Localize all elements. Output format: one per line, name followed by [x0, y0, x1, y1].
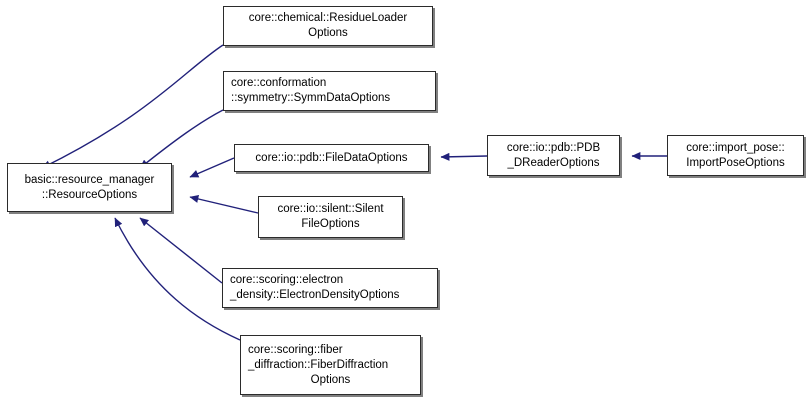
edge-symm-data-to-resource-options	[139, 109, 224, 169]
node-label-line: core::conformation	[231, 77, 327, 89]
edge-electron-density-to-resource-options	[139, 217, 223, 284]
node-core-scoring-fiber-diffraction-options[interactable]: core::scoring::fiber _diffraction::Fiber…	[240, 335, 421, 395]
edge-silent-file-to-resource-options	[189, 195, 259, 214]
node-label-line: core::io::pdb::FileDataOptions	[255, 151, 408, 164]
node-label-line: core::io::silent::Silent	[277, 203, 384, 215]
node-label-line: _density::ElectronDensityOptions	[230, 289, 400, 301]
node-core-io-silent-silent-file-options[interactable]: core::io::silent::Silent FileOptions	[258, 196, 403, 238]
node-label-line: ::ResourceOptions	[41, 188, 138, 201]
node-label-line: core::scoring::fiber	[248, 343, 343, 356]
node-label-line: FileOptions	[301, 218, 360, 230]
node-core-io-pdb-pdb-dreader-options[interactable]: core::io::pdb::PDB _DReaderOptions	[487, 135, 620, 176]
node-label-line: _diffraction::FiberDiffraction	[248, 358, 389, 371]
node-label-line: core::io::pdb::PDB	[506, 141, 601, 154]
node-label-line: ImportPoseOptions	[686, 156, 785, 169]
node-basic-resource-manager-resource-options[interactable]: basic::resource_manager ::ResourceOption…	[7, 163, 172, 212]
edge-residue-loader-to-resource-options	[41, 44, 224, 169]
node-label-line: _DReaderOptions	[507, 156, 600, 169]
node-core-scoring-electron-density-options[interactable]: core::scoring::electron _density::Electr…	[222, 268, 438, 308]
node-label-line: Options	[308, 27, 348, 39]
node-core-conformation-symmetry-symm-data-options[interactable]: core::conformation ::symmetry::SymmDataO…	[223, 71, 436, 111]
node-label-line: core::scoring::electron	[230, 274, 344, 286]
node-label-line: ::symmetry::SymmDataOptions	[231, 92, 391, 104]
node-label-line: basic::resource_manager	[24, 173, 155, 186]
node-core-chemical-residue-loader-options[interactable]: core::chemical::ResidueLoader Options	[223, 6, 433, 46]
node-label-line: core::import_pose::	[686, 141, 785, 154]
node-core-io-pdb-file-data-options[interactable]: core::io::pdb::FileDataOptions	[234, 144, 429, 172]
edge-pdb-reader-to-file-data	[440, 152, 488, 161]
edge-file-data-to-resource-options	[189, 157, 235, 178]
node-core-import-pose-import-pose-options[interactable]: core::import_pose:: ImportPoseOptions	[667, 135, 804, 176]
node-label-line: core::chemical::ResidueLoader	[248, 12, 408, 24]
node-label-line: Options	[310, 373, 351, 386]
